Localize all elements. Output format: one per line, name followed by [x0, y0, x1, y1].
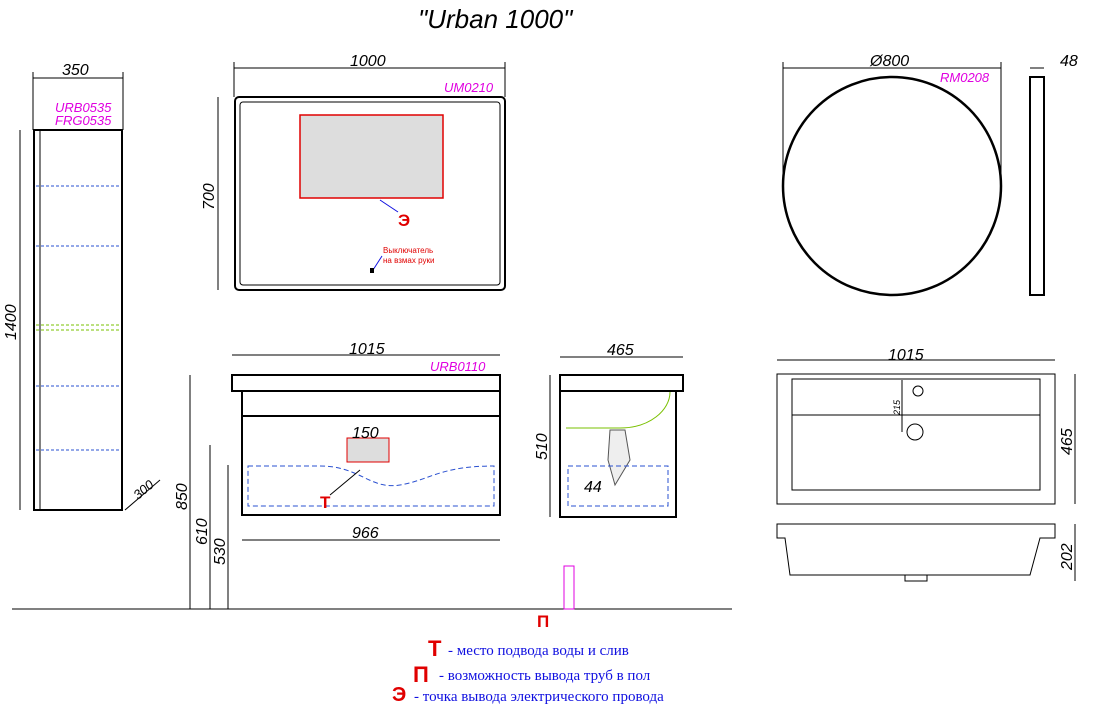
electric-marker: Э — [398, 211, 410, 230]
height-850: 850 — [174, 483, 191, 510]
round-mirror-thickness: 48 — [1060, 53, 1078, 70]
vanity-side: 465 510 44 — [534, 342, 684, 518]
mirror-code: UM0210 — [444, 80, 494, 95]
floor-pipe — [563, 565, 575, 610]
rect-mirror: 1000 UM0210 700 Э Выключатель на взмах р… — [201, 53, 506, 291]
switch-label-1: Выключатель — [383, 246, 433, 255]
tall-cabinet-height: 1400 — [3, 304, 20, 340]
basin-depth: 465 — [1059, 428, 1076, 455]
basin-width: 1015 — [888, 347, 924, 364]
basin-height: 202 — [1059, 543, 1076, 571]
height-530: 530 — [212, 538, 229, 565]
legend-text-e: - точка вывода электрического провода — [414, 689, 664, 705]
legend-symbol-t: Т — [428, 636, 442, 661]
socket-width: 150 — [352, 425, 379, 442]
tall-cabinet-code-2: FRG0535 — [55, 113, 112, 128]
side-offset: 44 — [584, 479, 602, 496]
vanity-code: URB0110 — [430, 359, 486, 374]
mirror-width: 1000 — [350, 53, 386, 70]
vanity-width: 1015 — [349, 341, 385, 358]
round-mirror-diameter: Ø800 — [869, 53, 909, 70]
switch-icon — [370, 268, 374, 273]
legend-text-t: - место подвода воды и слив — [448, 643, 629, 659]
tall-cabinet-depth: 300 — [130, 476, 157, 502]
floor-marker: П — [537, 612, 549, 631]
round-mirror: Ø800 RM0208 48 — [781, 53, 1078, 297]
basin-top: 1015 215 465 — [776, 347, 1076, 505]
vanity-side-height: 510 — [534, 433, 551, 460]
water-marker: Т — [320, 493, 331, 512]
switch-label-2: на взмах руки — [383, 256, 434, 265]
legend-symbol-e: Э — [392, 684, 406, 706]
drawing-title: "Urban 1000" — [418, 4, 574, 34]
legend-text-p: - возможность вывода труб в пол — [439, 668, 651, 684]
vanity-front: 1015 URB0110 150 Т 966 850 610 530 — [174, 341, 501, 609]
tall-cabinet-code-1: URB0535 — [55, 100, 112, 115]
basin-side: 202 — [776, 523, 1076, 582]
vanity-inner-width: 966 — [352, 525, 379, 542]
mirror-height: 700 — [201, 183, 218, 210]
legend: Т - место подвода воды и слив П - возмож… — [392, 636, 664, 706]
tap-offset: 215 — [892, 399, 902, 416]
tall-cabinet-width: 350 — [62, 62, 89, 79]
height-610: 610 — [194, 518, 211, 545]
vanity-depth: 465 — [607, 342, 634, 359]
round-mirror-code: RM0208 — [940, 70, 990, 85]
tall-cabinet: 350 URB0535 FRG0535 1400 300 — [3, 62, 161, 511]
legend-symbol-p: П — [413, 662, 429, 687]
